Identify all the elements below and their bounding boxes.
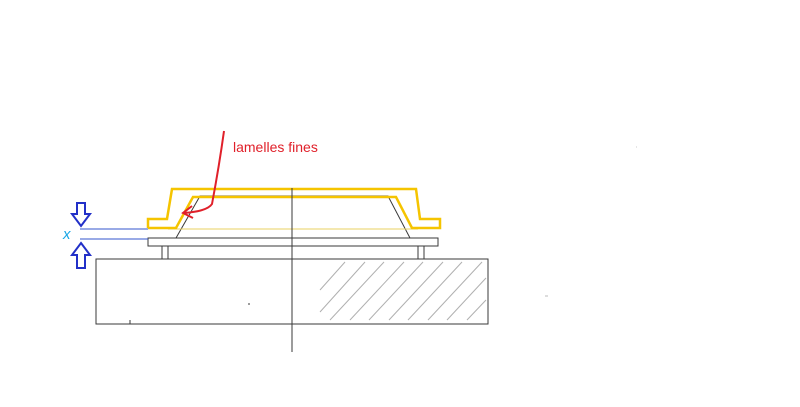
dim-arrow-up-icon: [70, 241, 92, 269]
dimension-label: x: [62, 226, 71, 243]
yellow-hat-profile: [146, 187, 442, 230]
annotation-arrow: [183, 130, 225, 214]
hatched-section: [319, 261, 487, 321]
spacer-left: [161, 245, 169, 260]
dim-arrow-down-icon: [70, 202, 92, 228]
annotation-arrowhead-icon: [181, 205, 194, 219]
trapezoid-body: [175, 195, 411, 239]
spacer-right: [417, 245, 425, 260]
plate: [147, 237, 439, 247]
annotation-label: lamelles fines: [233, 139, 318, 155]
